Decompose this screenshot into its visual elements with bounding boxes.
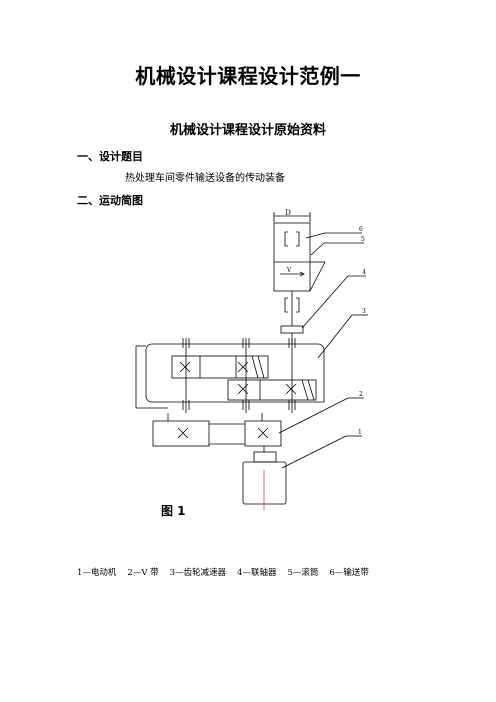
label-3: 3	[362, 308, 366, 315]
label-2: 2	[359, 391, 363, 398]
design-topic-text: 热处理车间零件输送设备的传动装备	[125, 173, 285, 184]
legend-item: 3—齿轮减速器	[169, 568, 227, 578]
v-belt-pulley-small	[244, 420, 282, 447]
legend-item: 5—滚筒	[287, 568, 319, 578]
label-4: 4	[362, 269, 366, 276]
electric-motor	[242, 461, 287, 505]
gearbox-housing	[145, 343, 325, 403]
gear-pair-lower	[227, 379, 317, 401]
label-d: D	[285, 209, 291, 217]
gear-pair-upper	[171, 355, 269, 379]
drum-bearing-bottom	[284, 297, 300, 313]
conveyor-belt	[309, 261, 326, 292]
drum-housing	[273, 222, 311, 292]
page-title: 机械设计课程设计范例一	[135, 64, 361, 88]
figure-legend: 1—电动机 2—V 带 3—齿轮减速器 4—联轴器 5—滚筒 6—输送带	[77, 566, 380, 578]
document-subtitle: 机械设计课程设计原始资料	[169, 123, 326, 138]
label-v: V	[286, 267, 292, 274]
figure-caption: 图 1	[161, 504, 186, 518]
label-1: 1	[358, 429, 362, 436]
coupling	[280, 325, 304, 334]
section-heading-kinematic-diagram: 二、运动简图	[77, 194, 143, 207]
legend-item: 4—联轴器	[237, 568, 277, 578]
section-heading-design-topic: 一、设计题目	[77, 150, 143, 163]
label-6: 6	[359, 226, 363, 233]
legend-item: 1—电动机	[77, 568, 117, 578]
v-belt-pulley-large	[152, 420, 210, 447]
motor-shaft-end	[253, 451, 277, 463]
legend-item: 2—V 带	[127, 568, 159, 578]
label-5: 5	[361, 236, 365, 243]
legend-item: 6—输送带	[329, 568, 369, 578]
drum-bearing-top	[284, 231, 300, 247]
